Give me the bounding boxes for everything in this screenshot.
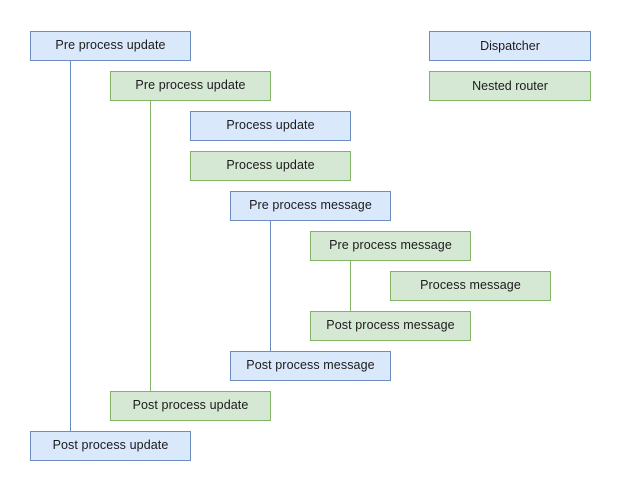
node-n4[interactable]: Process update	[190, 151, 351, 181]
node-n8[interactable]: Post process message	[310, 311, 471, 341]
legend-item-label: Nested router	[472, 79, 548, 93]
node-n2[interactable]: Pre process update	[110, 71, 271, 101]
node-label: Pre process message	[249, 198, 372, 213]
node-n7[interactable]: Process message	[390, 271, 551, 301]
connector-n2-to-n10	[150, 101, 151, 391]
node-n11[interactable]: Post process update	[30, 431, 191, 461]
node-label: Post process message	[326, 318, 455, 333]
node-label: Post process update	[52, 438, 169, 453]
node-n9[interactable]: Post process message	[230, 351, 391, 381]
legend-item-label: Dispatcher	[480, 39, 540, 53]
legend-item-dispatcher[interactable]: Dispatcher	[429, 31, 591, 61]
node-label: Process update	[226, 158, 315, 173]
node-label: Process message	[420, 278, 521, 293]
connector-n1-to-n11	[70, 61, 71, 431]
node-n6[interactable]: Pre process message	[310, 231, 471, 261]
node-label: Pre process update	[55, 38, 166, 53]
node-label: Pre process message	[329, 238, 452, 253]
legend-item-router[interactable]: Nested router	[429, 71, 591, 101]
node-n5[interactable]: Pre process message	[230, 191, 391, 221]
node-label: Post process update	[132, 398, 249, 413]
node-label: Post process message	[246, 358, 375, 373]
node-label: Process update	[226, 118, 315, 133]
connector-n6-to-n8	[350, 261, 351, 311]
node-n10[interactable]: Post process update	[110, 391, 271, 421]
connector-n5-to-n9	[270, 221, 271, 351]
node-n3[interactable]: Process update	[190, 111, 351, 141]
node-label: Pre process update	[135, 78, 246, 93]
node-n1[interactable]: Pre process update	[30, 31, 191, 61]
